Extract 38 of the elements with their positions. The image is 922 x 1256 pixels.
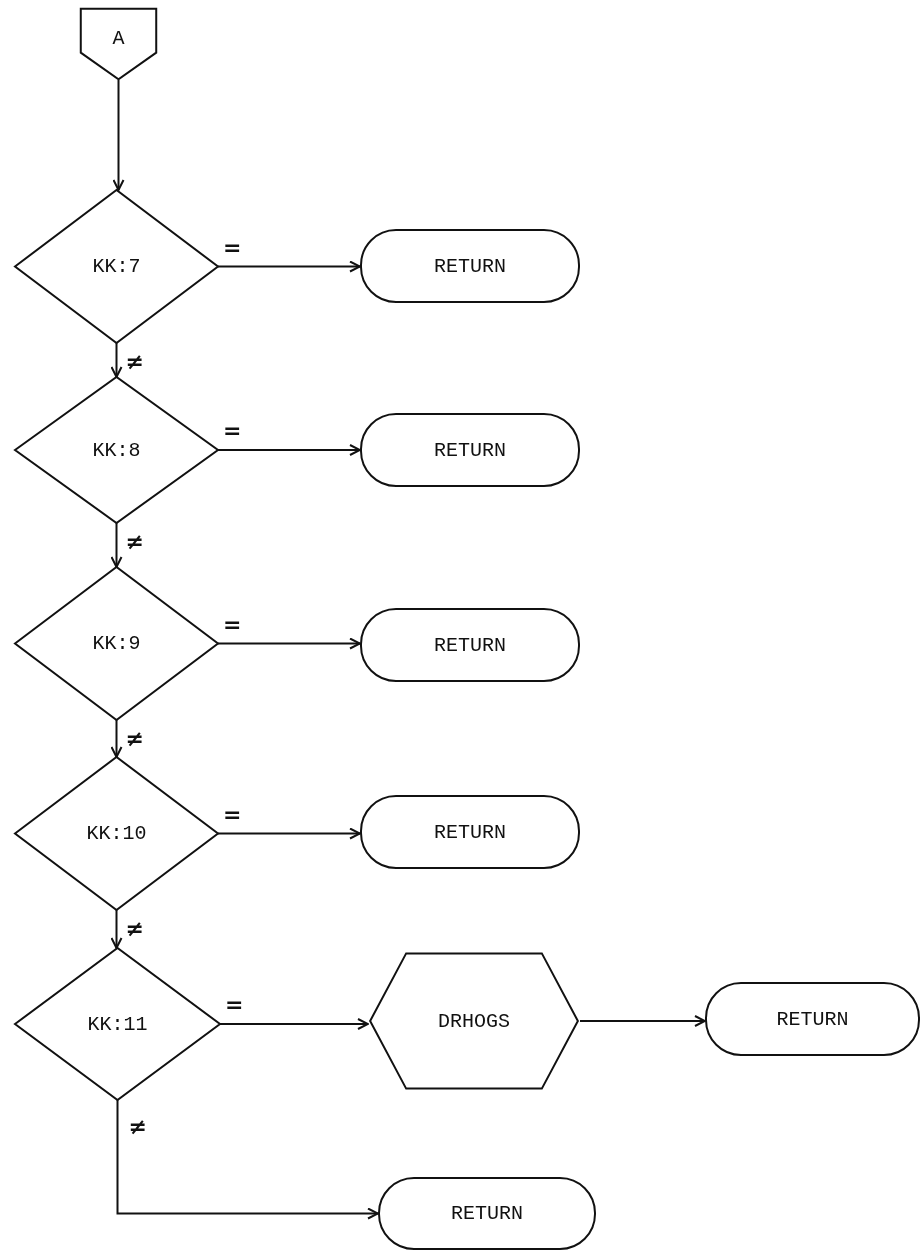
node-label: RETURN	[451, 1202, 523, 1225]
arrow	[110, 719, 123, 758]
node-label: DRHOGS	[438, 1009, 510, 1033]
terminal-box	[360, 229, 580, 303]
terminal-box	[360, 413, 580, 487]
arrow	[217, 444, 361, 456]
arrow	[112, 79, 125, 191]
decision-diamond	[15, 190, 218, 343]
node-label: RETURN	[434, 438, 506, 462]
off-page-connector	[80, 8, 157, 80]
arrow	[217, 827, 361, 840]
decision-diamond	[15, 377, 218, 523]
preparation-hexagon	[368, 952, 580, 1090]
node-label: RETURN	[434, 633, 506, 657]
arrow	[110, 522, 123, 568]
terminal-box	[378, 1177, 596, 1250]
node-label: KK:7	[92, 255, 141, 278]
node-label: KK:10	[86, 822, 147, 845]
terminal-box	[705, 982, 920, 1056]
decision-diamond	[15, 948, 220, 1100]
arrow	[579, 1015, 706, 1027]
node-label: A	[112, 26, 125, 50]
node-label: KK:11	[87, 1012, 148, 1036]
arrow	[110, 909, 123, 949]
arrow	[116, 1099, 379, 1220]
node-label: KK:8	[92, 438, 141, 462]
node-label: RETURN	[434, 254, 506, 278]
node-label: RETURN	[434, 820, 506, 844]
arrow	[110, 342, 123, 378]
node-label: RETURN	[776, 1007, 849, 1031]
decision-diamond	[15, 757, 218, 910]
terminal-box	[360, 795, 580, 869]
decision-diamond	[15, 567, 218, 720]
terminal-box	[360, 608, 580, 682]
node-label: KK:9	[92, 632, 141, 655]
arrow	[217, 637, 361, 650]
arrow	[219, 1018, 369, 1030]
arrow	[217, 260, 361, 273]
